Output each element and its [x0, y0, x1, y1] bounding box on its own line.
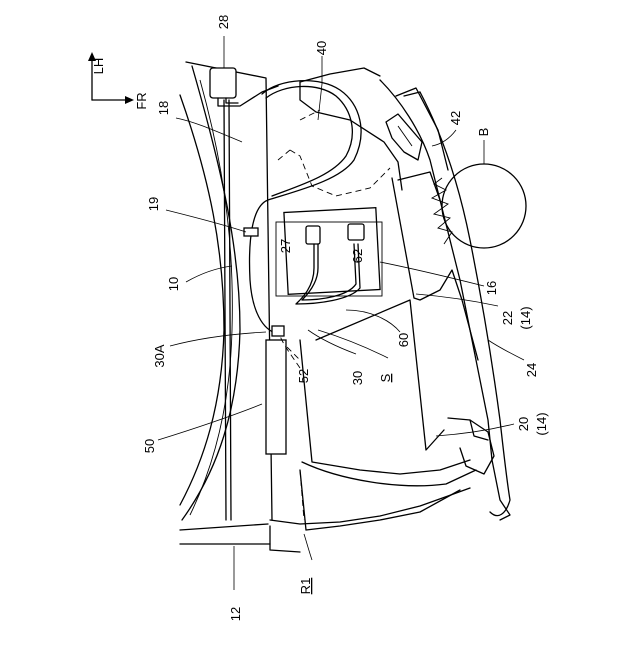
label-10: 10 [166, 277, 181, 291]
label-S: S [378, 373, 393, 382]
part-50 [266, 340, 286, 454]
label-30: 30 [350, 371, 365, 385]
label-24: 24 [524, 363, 539, 377]
label-42: 42 [448, 111, 463, 125]
label-50: 50 [142, 439, 157, 453]
label-16: 16 [484, 281, 499, 295]
label-20-sub: (14) [534, 412, 549, 435]
label-52: 52 [296, 369, 311, 383]
label-60: 60 [396, 333, 411, 347]
label-R1: R1 [298, 578, 313, 595]
bumper-24 [404, 92, 510, 516]
label-18: 18 [156, 101, 171, 115]
label-12: 12 [228, 607, 243, 621]
lh-label: LH [91, 58, 106, 75]
direction-arrows: LH FR [88, 52, 149, 110]
label-27: 27 [278, 239, 293, 253]
label-19: 19 [146, 197, 161, 211]
label-40: 40 [314, 41, 329, 55]
label-62: 62 [350, 249, 365, 263]
label-B: B [476, 128, 491, 137]
side-trim-22 [392, 172, 478, 360]
fr-label: FR [134, 92, 149, 109]
label-20: 20 [516, 417, 531, 431]
trim-20 [300, 300, 476, 486]
label-30A: 30A [152, 344, 167, 367]
label-22: 22 [500, 311, 515, 325]
obstacle-B [432, 164, 526, 248]
leader-lines [158, 36, 524, 590]
label-22-sub: (14) [518, 306, 533, 329]
label-28: 28 [216, 15, 231, 29]
harness-wire [224, 100, 231, 520]
